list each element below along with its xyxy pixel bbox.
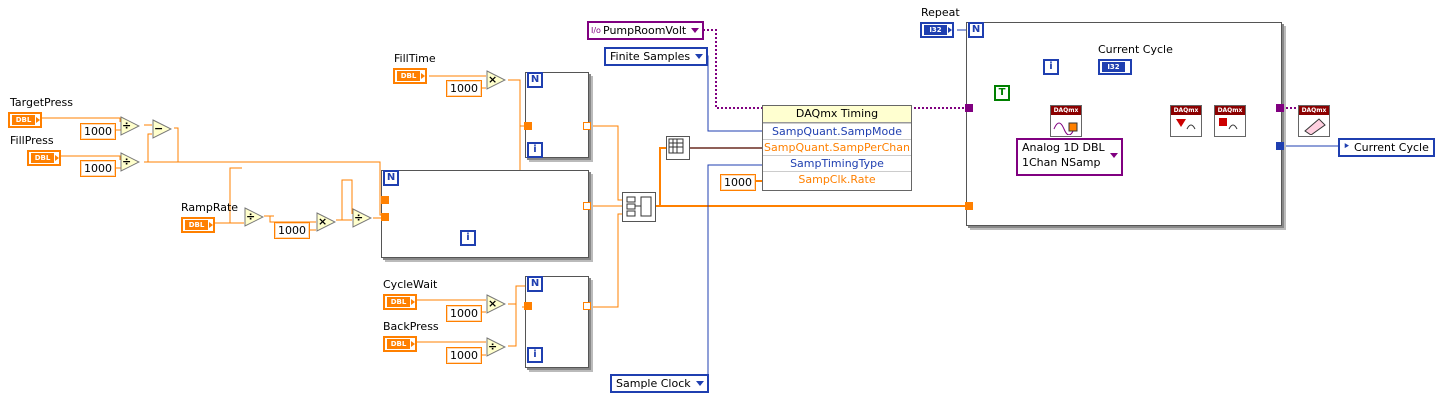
fill-time-label: FillTime	[394, 52, 436, 65]
tunnel	[1276, 142, 1284, 150]
read-wave-icon	[1053, 122, 1078, 136]
multiply-operator[interactable]: ×	[316, 212, 336, 232]
loop-iteration-terminal: i	[460, 230, 476, 246]
eraser-icon	[1304, 118, 1326, 136]
timing-property-row[interactable]: SampQuant.SampPerChan	[763, 139, 911, 154]
tunnel	[381, 196, 389, 204]
constant-1000[interactable]: 1000	[446, 80, 482, 97]
divide-operator[interactable]: ÷	[120, 116, 140, 136]
fill-press-terminal[interactable]: DBL	[27, 150, 61, 166]
task-tunnel	[1276, 104, 1284, 112]
home-arrow-icon: ⯈	[1343, 142, 1351, 152]
back-press-label: BackPress	[383, 320, 439, 333]
build-array-node[interactable]	[622, 192, 656, 222]
daqmx-timing-node[interactable]: DAQmx Timing SampQuant.SampMode SampQuan…	[762, 105, 912, 191]
tunnel	[524, 302, 532, 310]
grid-icon	[668, 138, 684, 154]
chevron-down-icon	[1109, 153, 1118, 158]
indexing-tunnel	[583, 302, 591, 310]
back-press-terminal[interactable]: DBL	[383, 336, 417, 352]
subtract-operator[interactable]: −	[152, 119, 172, 139]
repeat-label: Repeat	[921, 6, 960, 19]
target-press-label: TargetPress	[10, 96, 73, 109]
loop-count-terminal: N	[383, 170, 399, 186]
daqmx-clear-task-node[interactable]: DAQmx	[1298, 105, 1330, 137]
divide-operator[interactable]: ÷	[244, 207, 264, 227]
cycle-wait-label: CycleWait	[383, 278, 438, 291]
stop-icon	[1219, 118, 1238, 130]
timing-property-row[interactable]: SampClk.Rate	[763, 171, 911, 187]
tunnel	[965, 202, 973, 210]
chevron-down-icon	[695, 381, 704, 386]
ramp-rate-label: RampRate	[181, 201, 239, 214]
multiply-operator[interactable]: ×	[486, 294, 506, 314]
ramp-rate-terminal[interactable]: DBL	[181, 217, 215, 233]
loop-count-terminal: N	[527, 72, 543, 88]
current-cycle-local-label: Current Cycle	[1098, 43, 1173, 56]
timing-property-row[interactable]: SampQuant.SampMode	[763, 123, 911, 139]
divide-operator[interactable]: ÷	[352, 208, 372, 228]
constant-1000[interactable]: 1000	[80, 123, 116, 140]
target-press-terminal[interactable]: DBL	[8, 112, 42, 128]
current-cycle-indicator: ⯈ Current Cycle	[1338, 138, 1435, 157]
constant-1000[interactable]: 1000	[80, 160, 116, 177]
loop-count-terminal: N	[527, 276, 543, 292]
tunnel	[524, 122, 532, 130]
task-tunnel	[965, 104, 973, 112]
daqmx-trigger-node[interactable]: DAQmx	[1170, 105, 1202, 137]
cycle-wait-terminal[interactable]: DBL	[383, 294, 417, 310]
build-array-icon	[626, 196, 652, 217]
current-cycle-local-variable[interactable]: I32	[1098, 59, 1132, 75]
fill-time-terminal[interactable]: DBL	[393, 68, 427, 84]
loop-iteration-terminal: i	[1043, 59, 1059, 75]
loop-count-terminal: N	[968, 22, 984, 38]
constant-1000[interactable]: 1000	[446, 305, 482, 322]
constant-1000[interactable]: 1000	[274, 222, 310, 239]
daqmx-stop-node[interactable]: DAQmx	[1214, 105, 1246, 137]
repeat-terminal[interactable]: I32	[920, 22, 954, 38]
divide-operator[interactable]: ÷	[486, 337, 506, 357]
physical-channel-constant[interactable]: I/o PumpRoomVolt	[587, 21, 705, 40]
sample-clock-ring[interactable]: Sample Clock	[610, 374, 709, 393]
divide-operator[interactable]: ÷	[120, 152, 140, 172]
indexing-tunnel	[583, 202, 591, 210]
indexing-tunnel	[583, 122, 591, 130]
for-loop-ramp[interactable]	[381, 170, 589, 258]
chevron-down-icon	[695, 54, 704, 59]
timing-property-row[interactable]: SampTimingType	[763, 155, 911, 171]
loop-iteration-terminal: i	[527, 347, 543, 363]
loop-iteration-terminal: i	[527, 142, 543, 158]
fill-press-label: FillPress	[10, 134, 54, 147]
sample-rate-constant[interactable]: 1000	[720, 174, 756, 191]
trigger-icon	[1176, 119, 1196, 130]
waveform-array-node[interactable]	[666, 136, 690, 160]
read-type-selector[interactable]: Analog 1D DBL 1Chan NSamp	[1016, 138, 1123, 176]
constant-1000[interactable]: 1000	[446, 347, 482, 364]
multiply-operator[interactable]: ×	[486, 70, 506, 90]
timing-node-title: DAQmx Timing	[763, 106, 911, 123]
true-constant[interactable]: T	[994, 85, 1010, 101]
daqmx-read-node[interactable]: DAQmx	[1050, 105, 1082, 137]
sample-mode-ring[interactable]: Finite Samples	[604, 47, 709, 66]
tunnel	[381, 213, 389, 221]
